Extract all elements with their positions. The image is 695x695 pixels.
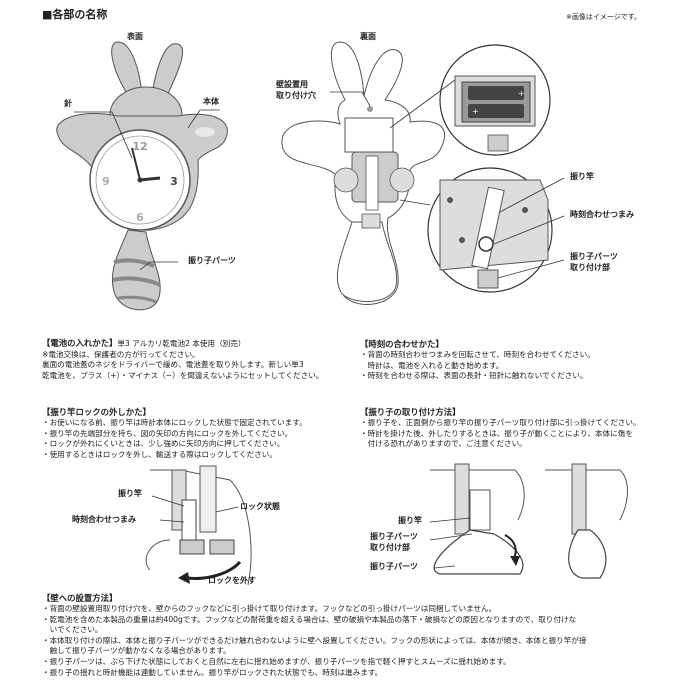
lock-state-label: ロック状態	[240, 502, 280, 511]
wall-line: ・背面の壁設置用取り付け穴を、壁からのフックなどに引っ掛けて取り付けます。フック…	[42, 604, 497, 613]
body-leader	[187, 109, 220, 129]
wall-line: ・振り子の揺れと時計機能は連動していません。振り竿がロックされた状態でも、時刻は…	[42, 667, 383, 677]
section-title: ■各部の名称	[42, 8, 108, 21]
needle-leader	[74, 111, 133, 159]
attach-rod-label: 振り竿	[398, 516, 422, 525]
wall-line: ・乾電池を含めた本製品の重量は約400gです。フックなどの耐荷重を超える場合は、…	[42, 614, 577, 624]
pendulum-label: 振り子パーツ	[188, 256, 236, 265]
back-label: 裏面	[360, 32, 376, 41]
lock-rod-label: 振り竿	[118, 489, 142, 498]
battery-heading: 【電池の入れかた】	[42, 338, 118, 348]
wall-heading: 【壁への設置方法】	[42, 593, 118, 603]
hook-hole-label-2: 取り付け穴	[276, 91, 316, 100]
time-line: ・背面の時刻合わせつまみを回転させて、時刻を合わせてください。	[360, 350, 595, 359]
hook-hole-label-1: 壁設置用	[276, 80, 308, 89]
attach-pendulum-label: 振り子パーツ	[370, 562, 418, 571]
attach-line: 付ける恐れがありますので、ご注意ください。	[360, 439, 527, 449]
needle-label: 針	[64, 99, 72, 108]
front-clock-illustration: 12 3 6 9	[56, 41, 228, 311]
front-left-ear	[111, 41, 143, 96]
back-time-knob	[478, 236, 494, 252]
wall-line: 触して振り子パーツが動かなくなる場合があります。	[42, 646, 231, 656]
svg-text:+: +	[472, 107, 479, 116]
hook-hole-leader	[330, 91, 371, 107]
wall-line: いでください。	[42, 625, 103, 635]
time-line: ・時刻を合わせる際は、表面の長針・短針に触れないでください。	[360, 371, 588, 381]
wall-line: ・本体取り付けの際は、本体と振り子パーツができるだけ触れ合わないように壁へ設置し…	[42, 635, 587, 645]
attach-section: 【振り子の取り付け方法】 ・振り子を、正面側から振り竿の振り子パーツ取り付け部に…	[360, 406, 641, 450]
lock-line: ・使用するときはロックを外し、輸送する際はロックしてください。	[42, 449, 277, 459]
battery-line: ※電池交換は、保護者の方が行ってください。	[42, 349, 200, 359]
attach-pendulum-left	[433, 529, 524, 575]
battery-section: 【電池の入れかた】単3 アルカリ乾電池2 本使用（別売） ※電池交換は、保護者の…	[42, 338, 323, 381]
svg-text:+: +	[518, 89, 525, 98]
clock-minute-hand	[131, 147, 141, 181]
back-mount-leader	[497, 259, 565, 279]
lock-line: ・ロックが外れにくいときは、少し強めに矢印方向に押してください。	[42, 439, 285, 449]
lock-line: ・お使いになる前、振り竿は時計本体にロックした状態で固定されています。	[42, 418, 307, 427]
lock-section: 【振り竿ロックの外しかた】 ・お使いになる前、振り竿は時計本体にロックした状態で…	[42, 406, 307, 460]
battery-line: 裏面の電池蓋のネジをドライバーで緩め、電池蓋を取り外します。新しい単3	[42, 360, 304, 370]
wall-line: ・振り子パーツは、ぶら下げた状態にしておくと自然に左右に揺れ始めますが、振り子パ…	[42, 656, 511, 666]
back-battery-cover	[344, 117, 394, 153]
clock-number-12: 12	[132, 140, 147, 153]
front-right-ear	[151, 43, 183, 99]
lock-line: ・振り竿の先端部分を持ち、図の矢印の方向にロックを外してください。	[42, 428, 293, 438]
lock-heading: 【振り竿ロックの外しかた】	[42, 407, 151, 417]
back-clock-illustration: + +	[281, 41, 565, 305]
clock-hour-hand	[139, 176, 161, 182]
clock-number-3: 3	[170, 175, 178, 188]
unlock-label: ロックを外す	[208, 576, 256, 585]
attach-line: ・時計を掛けた後、外したりするときは、振り子が動くことにより、本体に傷を	[360, 428, 633, 438]
body-label: 本体	[203, 97, 219, 106]
front-label: 表面	[127, 32, 143, 41]
unlock-arrow	[187, 560, 242, 580]
back-mount-label-1: 振り子パーツ	[570, 252, 618, 261]
attach-pendulum-right	[568, 529, 607, 579]
attach-mount-label-2: 取り付け部	[370, 543, 410, 552]
back-rod-label: 振り竿	[570, 172, 594, 181]
back-pendulum	[336, 221, 398, 303]
battery-line: 乾電池を、プラス（+）・マイナス（−）を間違えないようにセットしてください。	[42, 370, 324, 380]
back-rod-leader	[499, 177, 565, 213]
battery-spec: 単3 アルカリ乾電池2 本使用（別売）	[117, 339, 246, 348]
image-note: ※画像はイメージです。	[566, 13, 642, 21]
attach-line: ・振り子を、正面側から振り竿の振り子パーツ取り付け部に引っ掛けてください。	[360, 418, 641, 427]
front-body-shine	[195, 127, 215, 137]
wall-section: 【壁への設置方法】 ・背面の壁設置用取り付け穴を、壁からのフックなどに引っ掛けて…	[42, 592, 587, 678]
back-knob-label: 時刻合わせつまみ	[570, 210, 634, 219]
clock-number-9: 9	[102, 175, 110, 188]
time-line: 時計は、電池を入れると動き始めます。	[360, 360, 504, 370]
back-mount-label-2: 取り付け部	[570, 263, 610, 272]
clock-number-6: 6	[136, 211, 144, 224]
time-heading: 【時刻の合わせかた】	[360, 339, 444, 349]
back-knob-leader	[493, 215, 565, 245]
attach-heading: 【振り子の取り付け方法】	[360, 407, 461, 417]
attach-mount-label-1: 振り子パーツ	[370, 532, 418, 541]
clock-hand-pin	[137, 177, 143, 183]
pendulum-leader	[139, 261, 178, 271]
time-section: 【時刻の合わせかた】 ・背面の時刻合わせつまみを回転させて、時刻を合わせてくださ…	[360, 338, 595, 382]
lock-knob-label: 時刻合わせつまみ	[72, 515, 136, 524]
